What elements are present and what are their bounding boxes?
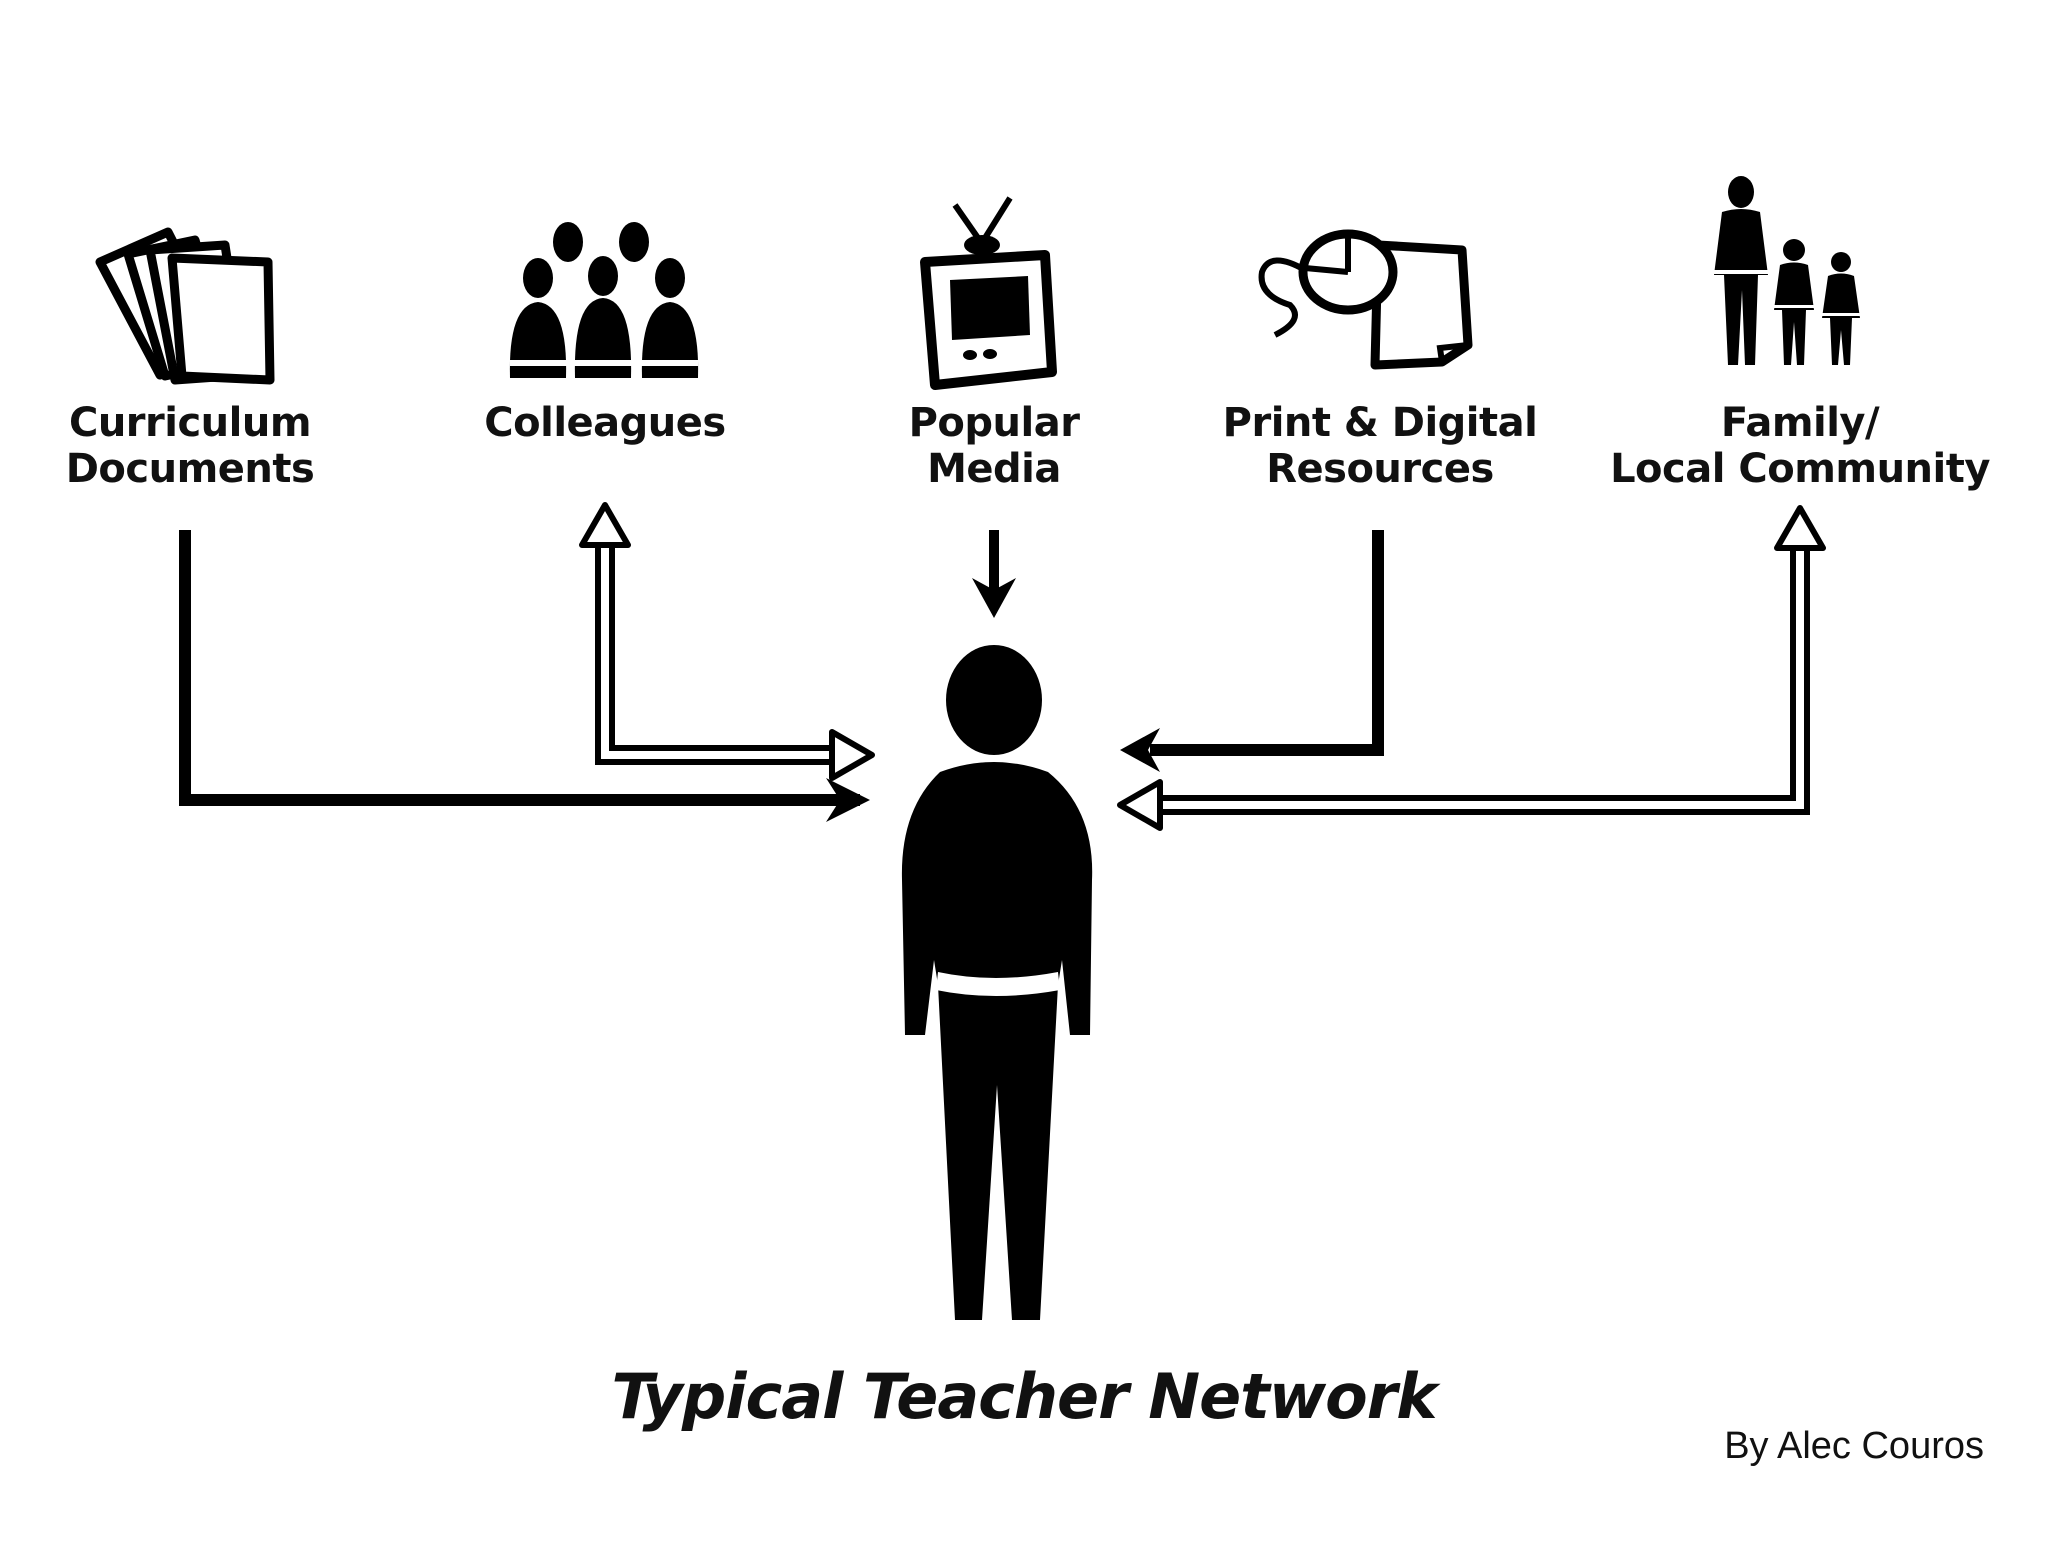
family-icon xyxy=(1714,176,1860,365)
label-colleagues: Colleagues xyxy=(484,400,726,446)
arrow-family xyxy=(1117,505,1826,831)
label-print: Print & Digital Resources xyxy=(1222,400,1538,492)
label-family: Family/ Local Community xyxy=(1610,400,1990,492)
label-curriculum: Curriculum Documents xyxy=(65,400,315,492)
diagram-title: Typical Teacher Network xyxy=(611,1360,1437,1433)
arrow-colleagues xyxy=(579,502,875,781)
tv-icon xyxy=(920,196,1057,390)
arrow-curriculum xyxy=(179,530,860,806)
label-media: Popular Media xyxy=(908,400,1080,492)
person-icon xyxy=(901,645,1093,1320)
group-icon xyxy=(509,222,699,378)
mouse-paper-icon xyxy=(1258,229,1473,370)
author-credit: By Alec Couros xyxy=(1724,1425,1984,1467)
documents-icon xyxy=(95,227,275,385)
arrow-print xyxy=(1120,530,1384,772)
arrow-media xyxy=(972,530,1016,618)
